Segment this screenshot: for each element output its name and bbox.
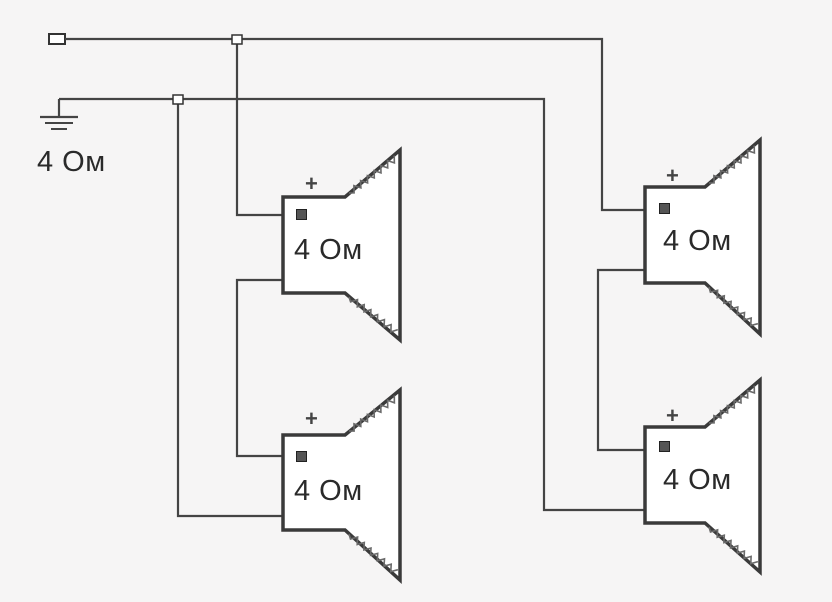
junction <box>231 34 243 45</box>
speaker-1-polarity: + <box>305 171 318 196</box>
speaker-3-polarity: + <box>666 163 679 188</box>
speaker-2-icon <box>281 386 402 584</box>
speaker-4-terminal <box>659 441 670 452</box>
junction <box>172 94 184 105</box>
speaker-4-label: 4 Ом <box>663 464 732 496</box>
speaker-2-polarity: + <box>305 406 318 431</box>
speaker-3-icon <box>643 136 762 339</box>
series-link-right <box>596 268 648 452</box>
speaker-2-terminal <box>296 451 307 462</box>
speaker-1-label: 4 Ом <box>294 234 363 266</box>
speaker-1-terminal <box>296 209 307 220</box>
speaker-2-label: 4 Ом <box>294 475 363 507</box>
ground-icon <box>40 99 78 130</box>
negative-wire <box>59 97 648 518</box>
speaker-3-label: 4 Ом <box>663 225 732 257</box>
speaker-1-icon <box>281 146 402 344</box>
input-connector <box>48 33 66 45</box>
ground-label: 4 Ом <box>37 146 106 178</box>
series-link-left <box>235 278 287 458</box>
positive-wire <box>65 37 645 217</box>
speaker-4-icon <box>643 376 762 576</box>
speaker-3-terminal <box>659 203 670 214</box>
speaker-4-polarity: + <box>666 403 679 428</box>
